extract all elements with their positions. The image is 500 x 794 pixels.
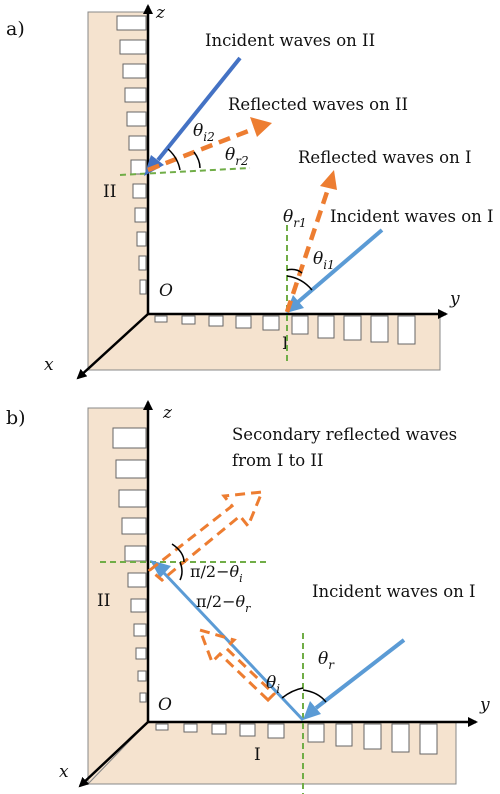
wall-I-corrugation (155, 723, 438, 755)
reflected-wave-II-head (250, 117, 272, 137)
angle-arc-i2 (167, 148, 181, 171)
normal-on-II (119, 167, 251, 176)
angle-arc-theta-r (302, 689, 327, 703)
origin-label: O (158, 695, 172, 715)
wall-I-corrugation (154, 315, 416, 345)
angle-arc-r1 (286, 268, 303, 274)
theta-r-label: θr (318, 649, 335, 672)
wall-II-label: II (103, 182, 116, 202)
incident-wave-I-arrow (296, 228, 384, 304)
angle-arc-pi2-ti (171, 543, 185, 563)
incident-waves-II-label: Incident waves on II (205, 31, 375, 50)
secondary-reflected-arrow-upper (147, 490, 265, 582)
angle-arc-theta-i (281, 687, 304, 699)
incident-waves-I-label: Incident waves on I (312, 582, 476, 601)
theta-r1-label: θr1 (283, 207, 307, 230)
incident-waves-I-label: Incident waves on I (330, 207, 494, 226)
wall-I-label: I (282, 334, 289, 354)
wall-II-label: II (97, 591, 110, 611)
angle-pi2-theta-i-label: π/2−θi (190, 562, 243, 585)
origin-label: O (159, 281, 173, 301)
x-axis (78, 721, 149, 788)
angle-arc-r2 (193, 151, 201, 169)
reflected-wave-II-arrow (147, 125, 257, 173)
reflected-waves-II-label: Reflected waves on II (228, 95, 408, 114)
z-axis-label: z (155, 3, 166, 23)
reflected-wave-I-arrow (284, 185, 332, 313)
incident-wave-II-arrow (156, 56, 242, 162)
reflected-waves-I-label: Reflected waves on I (298, 148, 471, 167)
wall-I-label: I (254, 745, 261, 765)
y-axis-label: y (479, 695, 490, 715)
angle-arc-i1 (286, 275, 313, 291)
angle-arc-pi2-tr (179, 561, 183, 581)
reflected-wave-I-head (320, 170, 337, 190)
theta-r2-label: θr2 (225, 145, 249, 168)
reflected-wave-I-to-II-arrow (162, 571, 305, 722)
theta-i-label: θi (266, 673, 280, 696)
x-axis-label: x (59, 762, 69, 782)
panel-b-tag: b) (6, 407, 26, 429)
secondary-reflected-label-line1: Secondary reflected waves (232, 425, 457, 444)
secondary-reflected-label-line2: from I to II (232, 451, 323, 470)
wall-II-corrugation (112, 427, 147, 703)
secondary-reflected-arrow-lower (197, 627, 277, 703)
theta-i2-label: θi2 (193, 121, 215, 144)
wall-II-corrugation (116, 15, 147, 295)
panel-a: a) (6, 3, 494, 380)
panel-b: b) (6, 400, 490, 794)
angle-pi2-theta-r-label: π/2−θr (196, 592, 251, 615)
incident-wave-I-head (303, 701, 321, 720)
x-axis (76, 313, 149, 380)
y-axis-label: y (449, 289, 460, 309)
theta-i1-label: θi1 (313, 249, 335, 272)
panel-a-tag: a) (6, 18, 25, 40)
z-axis-label: z (162, 403, 173, 423)
incident-wave-I-arrow (314, 638, 406, 710)
x-axis-label: x (44, 355, 54, 375)
